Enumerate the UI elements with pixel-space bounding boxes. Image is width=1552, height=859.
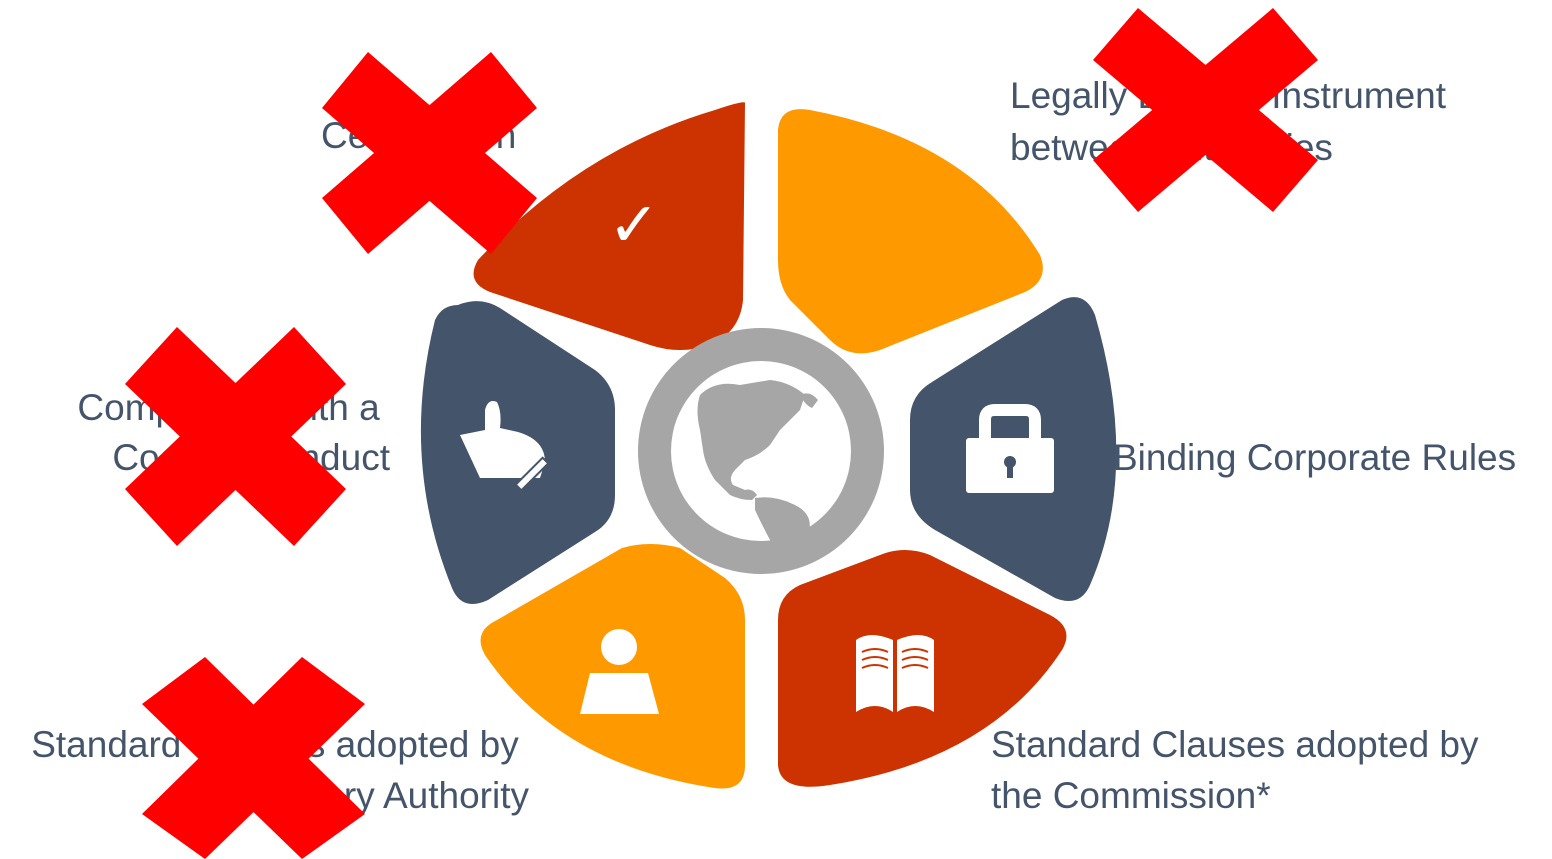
segment-certification xyxy=(473,102,745,350)
cross-icon xyxy=(142,657,365,859)
label-standard-clauses-commission: Standard Clauses adopted by the Commissi… xyxy=(991,724,1489,816)
person-icon xyxy=(580,629,659,714)
segment-legally-binding-instrument xyxy=(778,109,1043,354)
cross-icon xyxy=(125,327,346,546)
thumbs-up-signing-icon xyxy=(460,401,550,492)
open-book-icon xyxy=(856,635,934,712)
label-binding-corporate-rules: Binding Corporate Rules xyxy=(1113,437,1516,478)
cross-icon xyxy=(1093,8,1318,212)
segment-standard-clauses-authority xyxy=(480,544,745,789)
globe-americas-icon xyxy=(697,380,818,564)
cross-icon xyxy=(322,52,537,254)
padlock-icon xyxy=(966,404,1054,493)
checkmark-icon: ✓ xyxy=(608,188,660,261)
